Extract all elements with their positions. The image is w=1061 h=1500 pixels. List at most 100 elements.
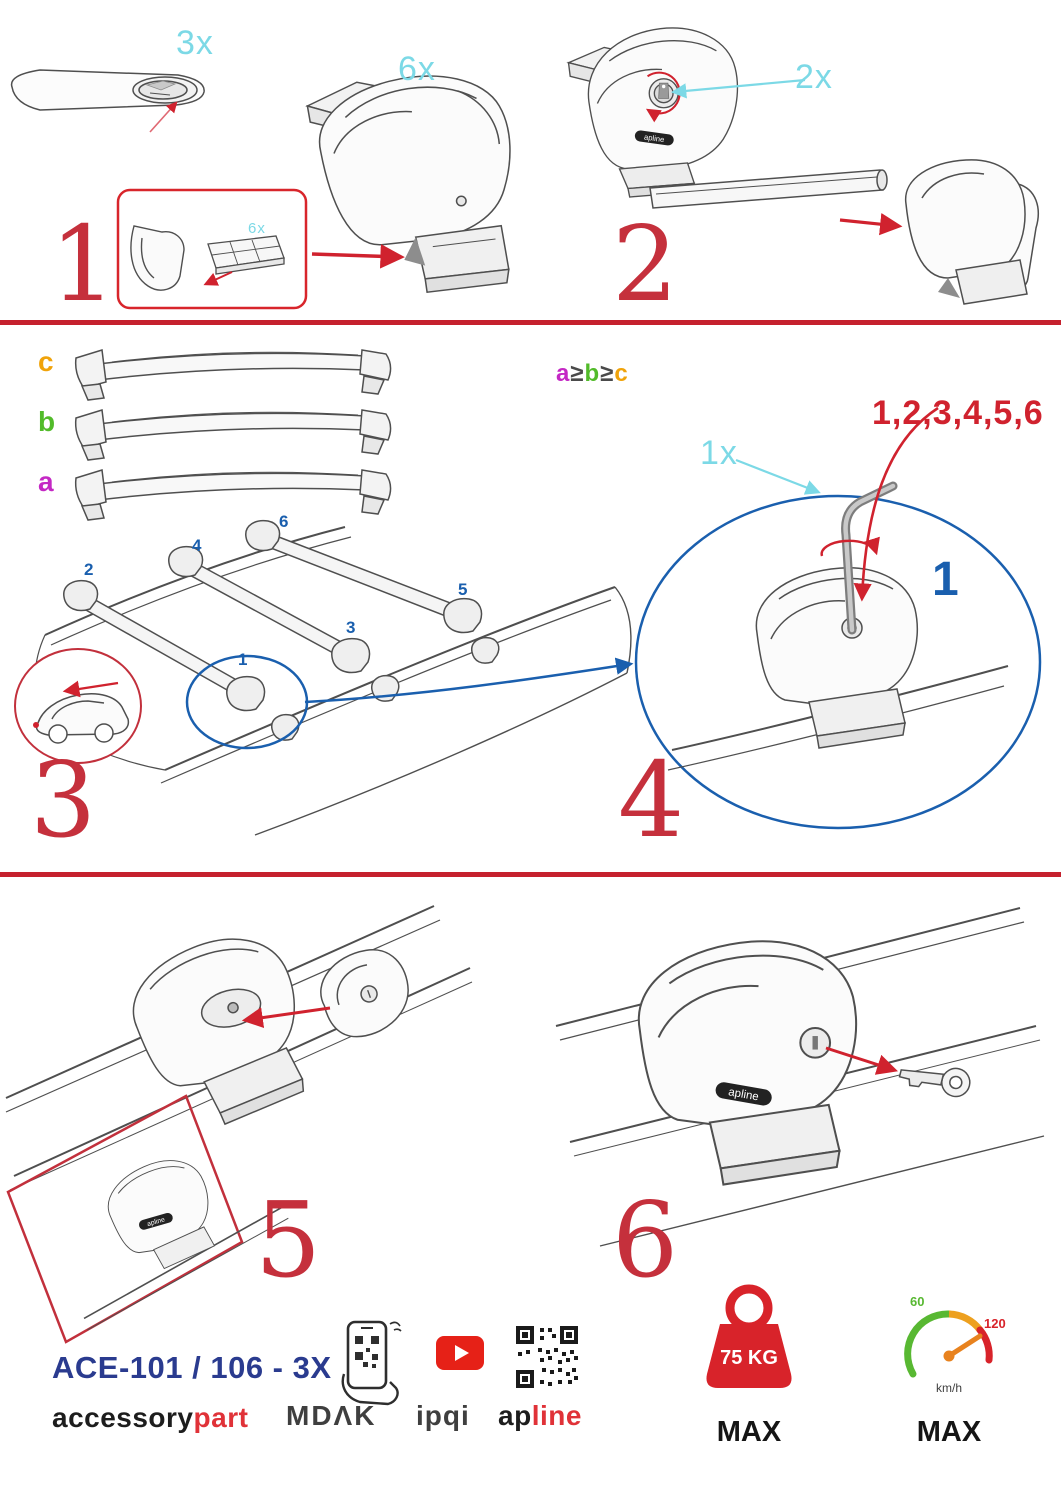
rule-gte-2: ≥ [600,360,615,387]
bar-qty-label: 3x [176,24,214,62]
step2-drawing: apline [566,27,1039,305]
mounted-bar-2 [174,553,355,663]
svg-text:apline: apline [643,133,664,145]
brand-sticker: apline [138,1212,173,1230]
foot-open-drawing [132,938,305,1126]
rule-a: a [556,360,571,387]
foot-lock-final-drawing: apline [637,940,858,1186]
apline-logo-line: line [531,1400,582,1431]
youtube-icon [436,1336,484,1370]
tool-qty-arrow [735,458,821,495]
step1-number: 1 [50,203,117,325]
apline-logo: apline [498,1400,582,1432]
sequence-arrow [853,406,939,602]
position-1: 1 [238,650,248,669]
bar-into-foot-drawing [649,159,1039,305]
bar-label-b: b [38,406,56,437]
rule-b: b [584,360,601,387]
tightening-sequence-label: 1,2,3,4,5,6 [872,394,1044,432]
pad-to-foot-arrow [311,244,405,269]
bar-label-a: a [38,466,54,497]
key-in-lock-icon [658,82,670,99]
rotate-key-arrow [820,536,880,557]
tool-qty-label: 1x [700,434,738,472]
bar-label-c: c [38,346,54,377]
front-marker-dot [33,722,39,728]
locked-foot-drawing: apline [83,1160,289,1331]
mdak-logo: MDΛK [286,1400,377,1431]
max-weight-icon: 75 KG [706,1284,792,1388]
step5-drawing: apline [5,905,473,1344]
step5-number: 5 [255,1179,322,1301]
rule-gte-1: ≥ [570,360,585,387]
model-number: ACE-101 / 106 - 3X [52,1350,332,1385]
foot-drawing-step1 [305,75,511,294]
step1-step2-illustration: apline [10,27,1039,310]
svg-text:apline: apline [727,1086,759,1103]
claw-drawing [130,225,185,291]
qr-code-icon [514,1324,580,1390]
slide-in-arrow [839,213,903,236]
lock-qty-label: 2x [795,58,833,96]
pad-qty-label: 6x [248,220,266,237]
max-speed-icon: 60 120 km/h [904,1294,1006,1395]
position-2: 2 [84,560,94,579]
rule-c: c [614,360,629,387]
position-5: 5 [458,580,468,599]
crossbar-a-drawing [74,469,392,521]
speed-unit-label: km/h [936,1381,962,1395]
car-inset [14,648,142,764]
position-3: 3 [346,618,356,637]
receiving-foot-drawing [905,159,1028,305]
mounted-feet [63,519,500,741]
crossbar-b-drawing [74,409,392,461]
size-rule-label: a≥b≥c [556,360,629,388]
step3-number: 3 [30,739,97,861]
cover-piece-drawing [320,948,409,1038]
locked-state-inset [6,1094,244,1344]
position-6: 6 [279,512,289,531]
speed-high-label: 120 [984,1316,1006,1331]
accessorypart-logo: accessorypart [52,1402,248,1434]
torque-detail-drawing [667,406,1009,771]
crossbar-end-drawing [10,69,205,111]
ipqi-logo: ipqi [416,1400,470,1431]
zoom-leader-arrow [304,657,634,704]
mounted-bar-3 [252,528,467,623]
rubber-pad-drawing [207,235,285,275]
section-divider [0,872,1061,877]
lock-qty-arrow [670,78,806,99]
scan-qr-phone-icon [341,1320,402,1406]
bar-pointer-arrow [149,101,178,133]
position-4: 4 [192,536,202,555]
brand-sticker: apline [634,130,674,146]
crossbar-c-drawing [74,349,392,401]
speed-max-label: MAX [916,1416,982,1448]
svg-text:apline: apline [146,1216,166,1228]
apline-logo-ap: ap [498,1400,532,1431]
direction-arrow [62,680,119,698]
cover-close-arrow [241,1006,331,1029]
step4-number: 4 [618,739,685,861]
section-divider [0,320,1061,325]
step5-step6-illustration: apline apline [5,905,1045,1344]
step6-drawing: apline [555,907,1045,1247]
step6-number: 6 [612,1179,679,1301]
sequence-callout-1: 1 [932,553,959,606]
step3-step4-illustration [14,349,1042,836]
key-insert-arrow [825,1046,898,1075]
step2-number: 2 [612,203,679,325]
foot-lock-drawing: apline [566,27,739,198]
key-icon [898,1067,971,1098]
accessorypart-logo-part: part [193,1402,249,1433]
car-roof-drawing [34,519,632,836]
car-silhouette [33,680,130,744]
pad-insert-arrow [203,271,233,286]
foot-qty-label: 6x [398,50,436,88]
accessorypart-logo-accessory: accessory [52,1402,194,1433]
brand-sticker: apline [715,1082,772,1106]
max-weight-value: 75 KG [720,1347,778,1369]
speed-low-label: 60 [910,1294,924,1309]
weight-max-label: MAX [716,1416,782,1448]
